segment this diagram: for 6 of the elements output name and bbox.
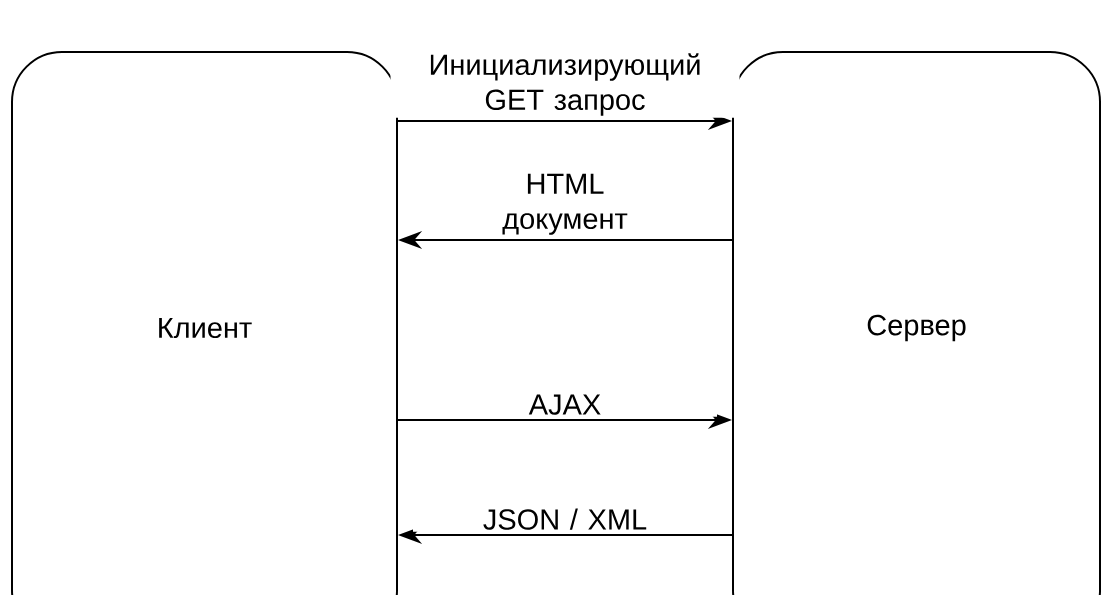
edge-label: HTML документ [502,173,628,235]
rounded-box: Сервер [732,51,1101,595]
rounded-box: Клиент [11,51,398,595]
edge-label: JSON / XML [483,508,647,530]
edge-label: Инициализирующий GET запрос [430,53,700,116]
edge-label: AJAX [528,394,601,415]
